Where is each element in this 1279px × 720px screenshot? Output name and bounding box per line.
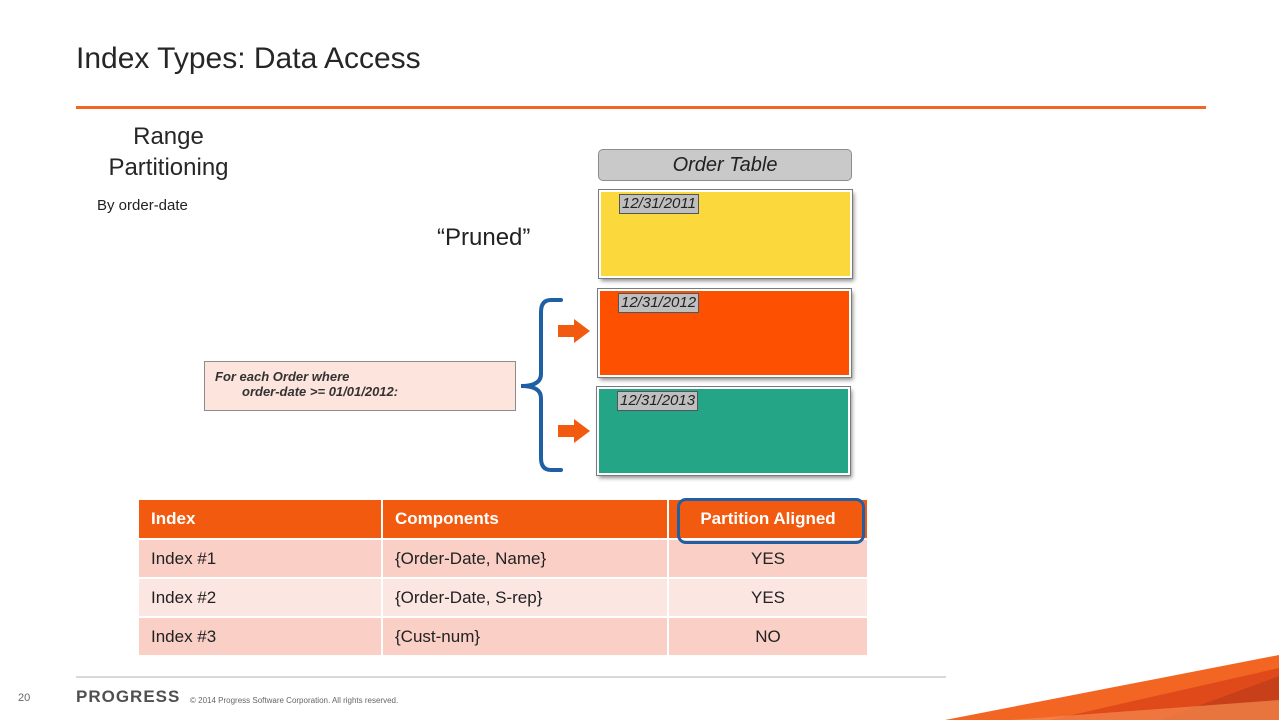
cell-components: {Cust-num} [382,616,669,655]
query-line-2: order-date >= 01/01/2012: [242,384,399,399]
cell-partition-aligned: NO [668,616,869,655]
partition-2012-label: 12/31/2012 [618,293,700,313]
partition-2011: 12/31/2011 [599,190,852,278]
table-header-row: Index Components Partition Aligned [139,500,869,539]
partition-key-label: By order-date [97,197,188,214]
partition-2011-label: 12/31/2011 [619,194,699,214]
query-box: For each Order where order-date >= 01/01… [204,361,516,411]
cell-index: Index #3 [139,616,383,655]
progress-logo: PROGRESS [76,687,181,706]
column-header-index: Index [139,500,383,539]
table-row: Index #2 {Order-Date, S-rep} YES [139,577,869,617]
column-header-partition-aligned: Partition Aligned [668,500,869,539]
corner-decoration [945,655,1279,720]
slide-title: Index Types: Data Access [76,42,421,75]
cell-components: {Order-Date, S-rep} [382,577,669,617]
pruned-label: “Pruned” [437,224,531,251]
partition-2012: 12/31/2012 [598,289,851,377]
table-row: Index #1 {Order-Date, Name} YES [139,538,869,578]
copyright-notice: © 2014 Progress Software Corporation. Al… [190,696,399,705]
curly-bracket-icon [520,298,563,472]
cell-components: {Order-Date, Name} [382,538,669,578]
partition-2013: 12/31/2013 [597,387,850,475]
order-table-header: Order Table [598,149,852,181]
range-partitioning-heading: Range Partitioning [108,123,229,181]
column-header-components: Components [382,500,669,539]
cell-partition-aligned: YES [668,538,869,578]
partition-aligned-highlight [677,498,865,544]
arrow-right-icon [558,419,590,443]
table-row: Index #3 {Cust-num} NO [139,616,869,655]
cell-partition-aligned: YES [668,577,869,617]
title-divider [76,106,1206,109]
arrow-right-icon [558,319,590,343]
query-line-1: For each Order where [215,369,350,384]
index-table: Index Components Partition Aligned Index… [139,500,869,655]
partition-2013-label: 12/31/2013 [617,391,699,411]
cell-index: Index #2 [139,577,383,617]
footer-divider [76,676,946,678]
page-number: 20 [18,692,31,704]
cell-index: Index #1 [139,538,383,578]
